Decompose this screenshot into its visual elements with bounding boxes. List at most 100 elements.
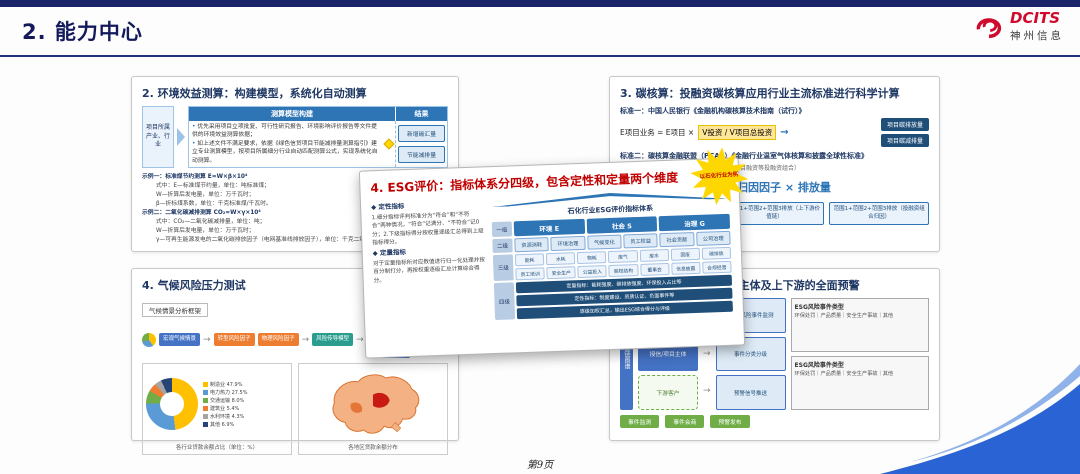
- level-tabs: 一级 二级 三级 四级: [491, 221, 516, 321]
- event-type-items: 环保处罚｜产品质量｜安全生产事故｜其他: [794, 313, 894, 319]
- legend-label: 建筑业 5.4%: [210, 405, 240, 412]
- formula-line: W—折算后发电量，单位：万千瓦时；: [156, 227, 255, 234]
- env-diagram: 项目所属产业、行业 测算模型构建 结果 优先采用项目立项批复、可行性研究报告、环…: [142, 106, 448, 168]
- legend-label: 制造业 47.9%: [210, 381, 243, 388]
- env-result-box: 新增碳汇量: [398, 125, 445, 142]
- formula-line: 示例一：标准煤节约测算 E=W×β×10⁴: [142, 174, 248, 180]
- legend-label: 交通运输 8.0%: [210, 397, 245, 404]
- env-table-header: 测算模型构建: [189, 107, 395, 121]
- flow-node: 风险传导模型: [312, 332, 354, 347]
- legend-item: 其他 6.9%: [203, 421, 247, 428]
- card-climate-title: 4. 气候风险压力测试: [142, 279, 246, 292]
- level-tab: 三级: [492, 254, 514, 282]
- qualitative-text: 1.细分指标评判标准分为“符合”和“不符合”两种情况，“符合”记满分、“不符合”…: [371, 211, 484, 247]
- env-formula-block: 示例一：标准煤节约测算 E=W×β×10⁴ 式中：E—标准煤节约量，单位：吨标准…: [142, 173, 448, 245]
- event-type-title: ESG风险事件类型: [794, 304, 844, 311]
- env-result-header: 结果: [395, 107, 447, 121]
- chevron-right-icon: [177, 128, 185, 146]
- indicator-cell: 董事会: [639, 262, 670, 276]
- legend-item: 建筑业 5.4%: [203, 405, 247, 412]
- formula-line: 示例二：二氧化碳减排测算 CO₂=W×γ×10⁴: [142, 209, 261, 216]
- indicator-cell: 环境治理: [550, 235, 586, 252]
- formula-line: γ—可再生能源发电的二氧化碳排放因子（电网基准线排放因子），单位：千克二氧化碳/…: [156, 236, 402, 243]
- legend-item: 电力热力 27.5%: [203, 389, 247, 396]
- formula-line: β—折标煤系数，单位：千克标准煤/千瓦时。: [156, 200, 272, 207]
- pillar-cell: 治理 G: [658, 213, 731, 232]
- indicator-cell: 资源消耗: [514, 237, 550, 253]
- env-result-boxes: 新增碳汇量 节能减排量: [395, 121, 447, 167]
- climate-panels: 制造业 47.9% 电力热力 27.5% 交通运输 8.0% 建筑业 5.4% …: [142, 363, 448, 455]
- dcits-logo: DCITS 神州信息: [974, 11, 1064, 43]
- standard-two-label: 标准二：碳核算金融联盟（PCAF）《金融行业温室气体核算和披露全球性标准》: [620, 152, 868, 160]
- card-env-benefit: 2. 环境效益测算：构建模型，系统化自动测算 项目所属产业、行业 测算模型构建 …: [131, 76, 459, 252]
- logo-brand-text: DCITS: [1010, 9, 1061, 27]
- event-type-title: ESG风险事件类型: [794, 362, 844, 369]
- arrow-right-icon: →: [301, 334, 310, 345]
- legend-swatch: [203, 405, 208, 411]
- legend-swatch: [203, 421, 208, 427]
- level-tab: 四级: [493, 282, 516, 321]
- monitoring-steps: 舆情/风险事件监测 事件分类分级 预警信号推送: [715, 298, 786, 411]
- env-bullet: 如上述文件不满足要求，依据《绿色信贷项目节能减排量测算指引》建立专业测算模型，按…: [192, 140, 380, 165]
- indicator-cell: 公司治理: [695, 230, 731, 246]
- event-type-box: ESG风险事件类型 环保处罚｜产品质量｜安全生产事故｜其他: [790, 298, 929, 352]
- formula-fraction-highlight: V投资 / V项目总投资: [698, 125, 777, 140]
- header-divider: [0, 55, 1080, 57]
- logo-company-text: 神州信息: [1010, 30, 1064, 42]
- indicator-cell: 股权结构: [608, 264, 639, 278]
- indicator-cell: 员工权益: [623, 233, 659, 249]
- process-pill: 事件监测: [620, 415, 660, 428]
- event-type-box: ESG风险事件类型 环保处罚｜产品质量｜安全生产事故｜其他: [790, 356, 929, 410]
- indicator-cell: 固废: [670, 247, 700, 261]
- legend-label: 电力热力 27.5%: [210, 389, 248, 396]
- formula-text: E项目业务 = E项目 ×: [620, 128, 695, 137]
- arrow-right-icon: →: [703, 348, 711, 359]
- env-bullet: 优先采用项目立项批复、可行性研究报告、环境影响评价报告等文件提供的环境效益测算依…: [192, 123, 380, 140]
- card-env-title: 2. 环境效益测算：构建模型，系统化自动测算: [142, 87, 367, 100]
- flow-node: 宏观气候情景: [159, 332, 201, 347]
- esg-criteria-text: ◆ 定性指标 1.细分指标评判标准分为“符合”和“不符合”两种情况，“符合”记满…: [371, 197, 487, 324]
- china-map-image: [332, 374, 420, 434]
- indicator-cell: 信息披露: [670, 261, 701, 275]
- page-title: 2. 能力中心: [22, 20, 143, 44]
- warning-flowchart: 产业链图谱 上游供应商 授信/项目主体 下游客户 → → → 舆情/风险事件监测…: [620, 298, 929, 411]
- indicator-cell: 废水: [639, 248, 669, 262]
- pillar-cell: 社会 S: [586, 216, 658, 234]
- indicator-cell: 社会贡献: [659, 232, 695, 248]
- pillar-cell: 环境 E: [513, 218, 585, 237]
- card-esg-evaluation: 以石化行业为例 4. ESG评价：指标体系分四级，包含定性和定量两个维度 ◆ 定…: [358, 157, 745, 359]
- indicator-cell: 碳排放: [701, 246, 732, 260]
- carbon-formula-row: E项目业务 = E项目 × V投资 / V项目总投资 → 项目碳排放量 项目碳减…: [620, 118, 929, 147]
- indicator-cell: 安全生产: [546, 266, 576, 280]
- arrow-right-icon: →: [780, 127, 789, 138]
- legend-item: 制造业 47.9%: [203, 381, 247, 388]
- legend-item: 水利环境 4.3%: [203, 413, 247, 420]
- indicator-cell: 水耗: [545, 252, 576, 266]
- indicator-cell: 合规经营: [702, 260, 732, 274]
- arrow-right-icon: →: [703, 386, 711, 397]
- carbon-result-boxes: 项目碳排放量 项目碳减排量: [880, 118, 929, 147]
- legend-swatch: [203, 381, 208, 387]
- formula-line: 式中：CO₂—二氧化碳减排量，单位：吨；: [156, 218, 266, 225]
- quantitative-text: 对于定量指标所对应数值进行归一化处理并按百分制打分，再按权重逐级汇总计算综合得分…: [373, 257, 486, 285]
- env-model-table: 测算模型构建 结果 优先采用项目立项批复、可行性研究报告、环境影响评价报告等文件…: [188, 106, 448, 168]
- indicator-cell: 员工培训: [515, 267, 545, 281]
- attribution-formula: 归因因子 × 排放量: [737, 180, 831, 194]
- pie-caption: 各行业贷款余额占比（单位：%）: [175, 445, 259, 451]
- indicator-cell: 能耗: [514, 253, 545, 267]
- carbon-result-box: 项目碳减排量: [880, 134, 929, 147]
- env-bullet-list: 优先采用项目立项批复、可行性研究报告、环境影响评价报告等文件提供的环境效益测算依…: [189, 121, 383, 167]
- corner-swoosh-decoration: [880, 364, 1080, 474]
- process-pill: 预警发布: [710, 415, 750, 428]
- map-caption: 各地区贷款余额分布: [348, 445, 398, 451]
- diamond-icon: [383, 138, 395, 150]
- level-tab: 二级: [492, 238, 513, 254]
- indicator-cell: 气候变化: [586, 234, 622, 250]
- badge-label: 以石化行业为例: [699, 171, 739, 181]
- process-pills: 事件监测 事件会商 预警发布: [620, 415, 929, 428]
- arrow-right-icon: →: [203, 334, 211, 345]
- process-pill: 事件会商: [665, 415, 705, 428]
- pie-legend: 制造业 47.9% 电力热力 27.5% 交通运输 8.0% 建筑业 5.4% …: [203, 381, 247, 428]
- monitor-step-box: 事件分类分级: [715, 336, 786, 372]
- mini-pie-icon: [142, 332, 156, 347]
